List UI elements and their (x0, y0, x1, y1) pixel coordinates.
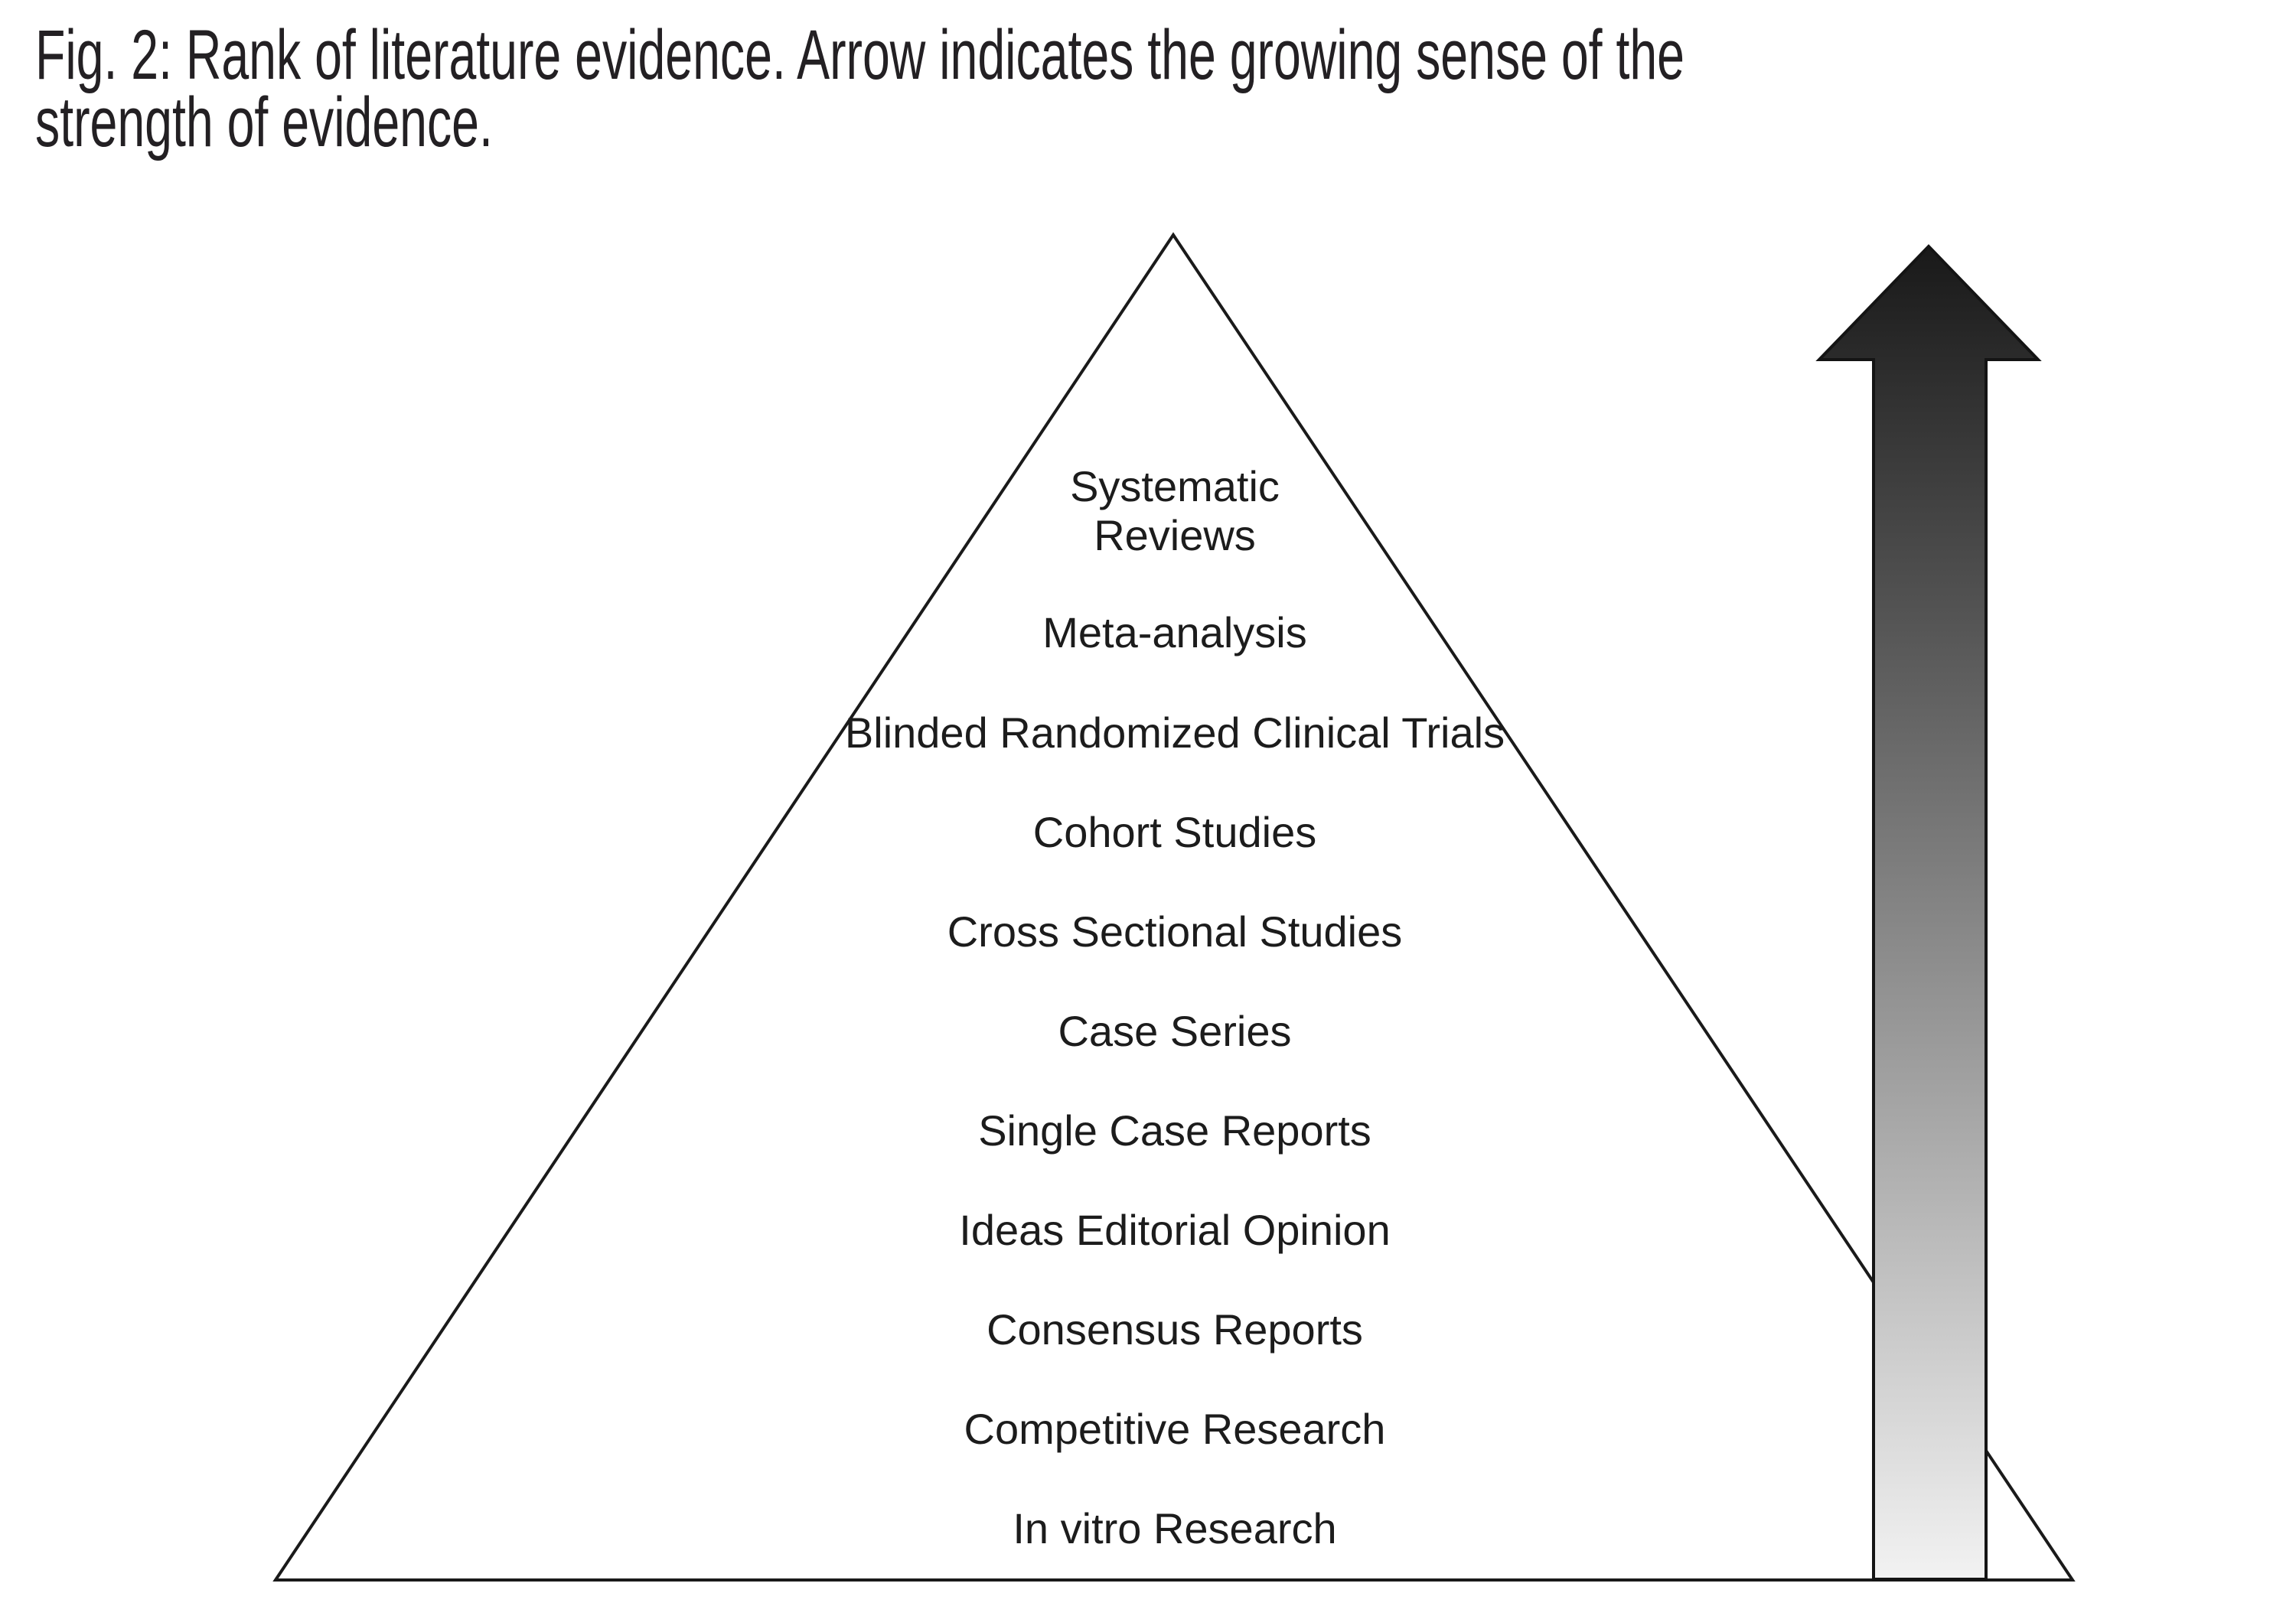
pyramid-level-meta-analysis: Meta-analysis (1042, 608, 1307, 656)
pyramid-level-competitive-research: Competitive Research (964, 1405, 1386, 1453)
pyramid-outline (272, 232, 2076, 1582)
pyramid-level-single-case-reports: Single Case Reports (978, 1106, 1371, 1155)
strength-up-arrow-icon (1815, 244, 2042, 1581)
pyramid-level-in-vitro-research: In vitro Research (1013, 1504, 1337, 1552)
pyramid-level-consensus-reports: Consensus Reports (987, 1305, 1363, 1354)
pyramid-level-case-series: Case Series (1058, 1007, 1292, 1055)
pyramid-level-cross-sectional-studies: Cross Sectional Studies (947, 907, 1403, 956)
pyramid-level-systematic-reviews: Systematic Reviews (1070, 462, 1280, 559)
caption-line-1: Fig. 2: Rank of literature evidence. Arr… (35, 16, 1684, 94)
pyramid-level-cohort-studies: Cohort Studies (1032, 808, 1317, 856)
pyramid-level-ideas-editorial-opinion: Ideas Editorial Opinion (959, 1206, 1391, 1254)
caption-line-2: strength of evidence. (35, 83, 493, 161)
figure-caption: Fig. 2: Rank of literature evidence. Arr… (35, 16, 1684, 161)
pyramid-level-blinded-randomized-clinical-trials: Blinded Randomized Clinical Trials (844, 709, 1505, 757)
